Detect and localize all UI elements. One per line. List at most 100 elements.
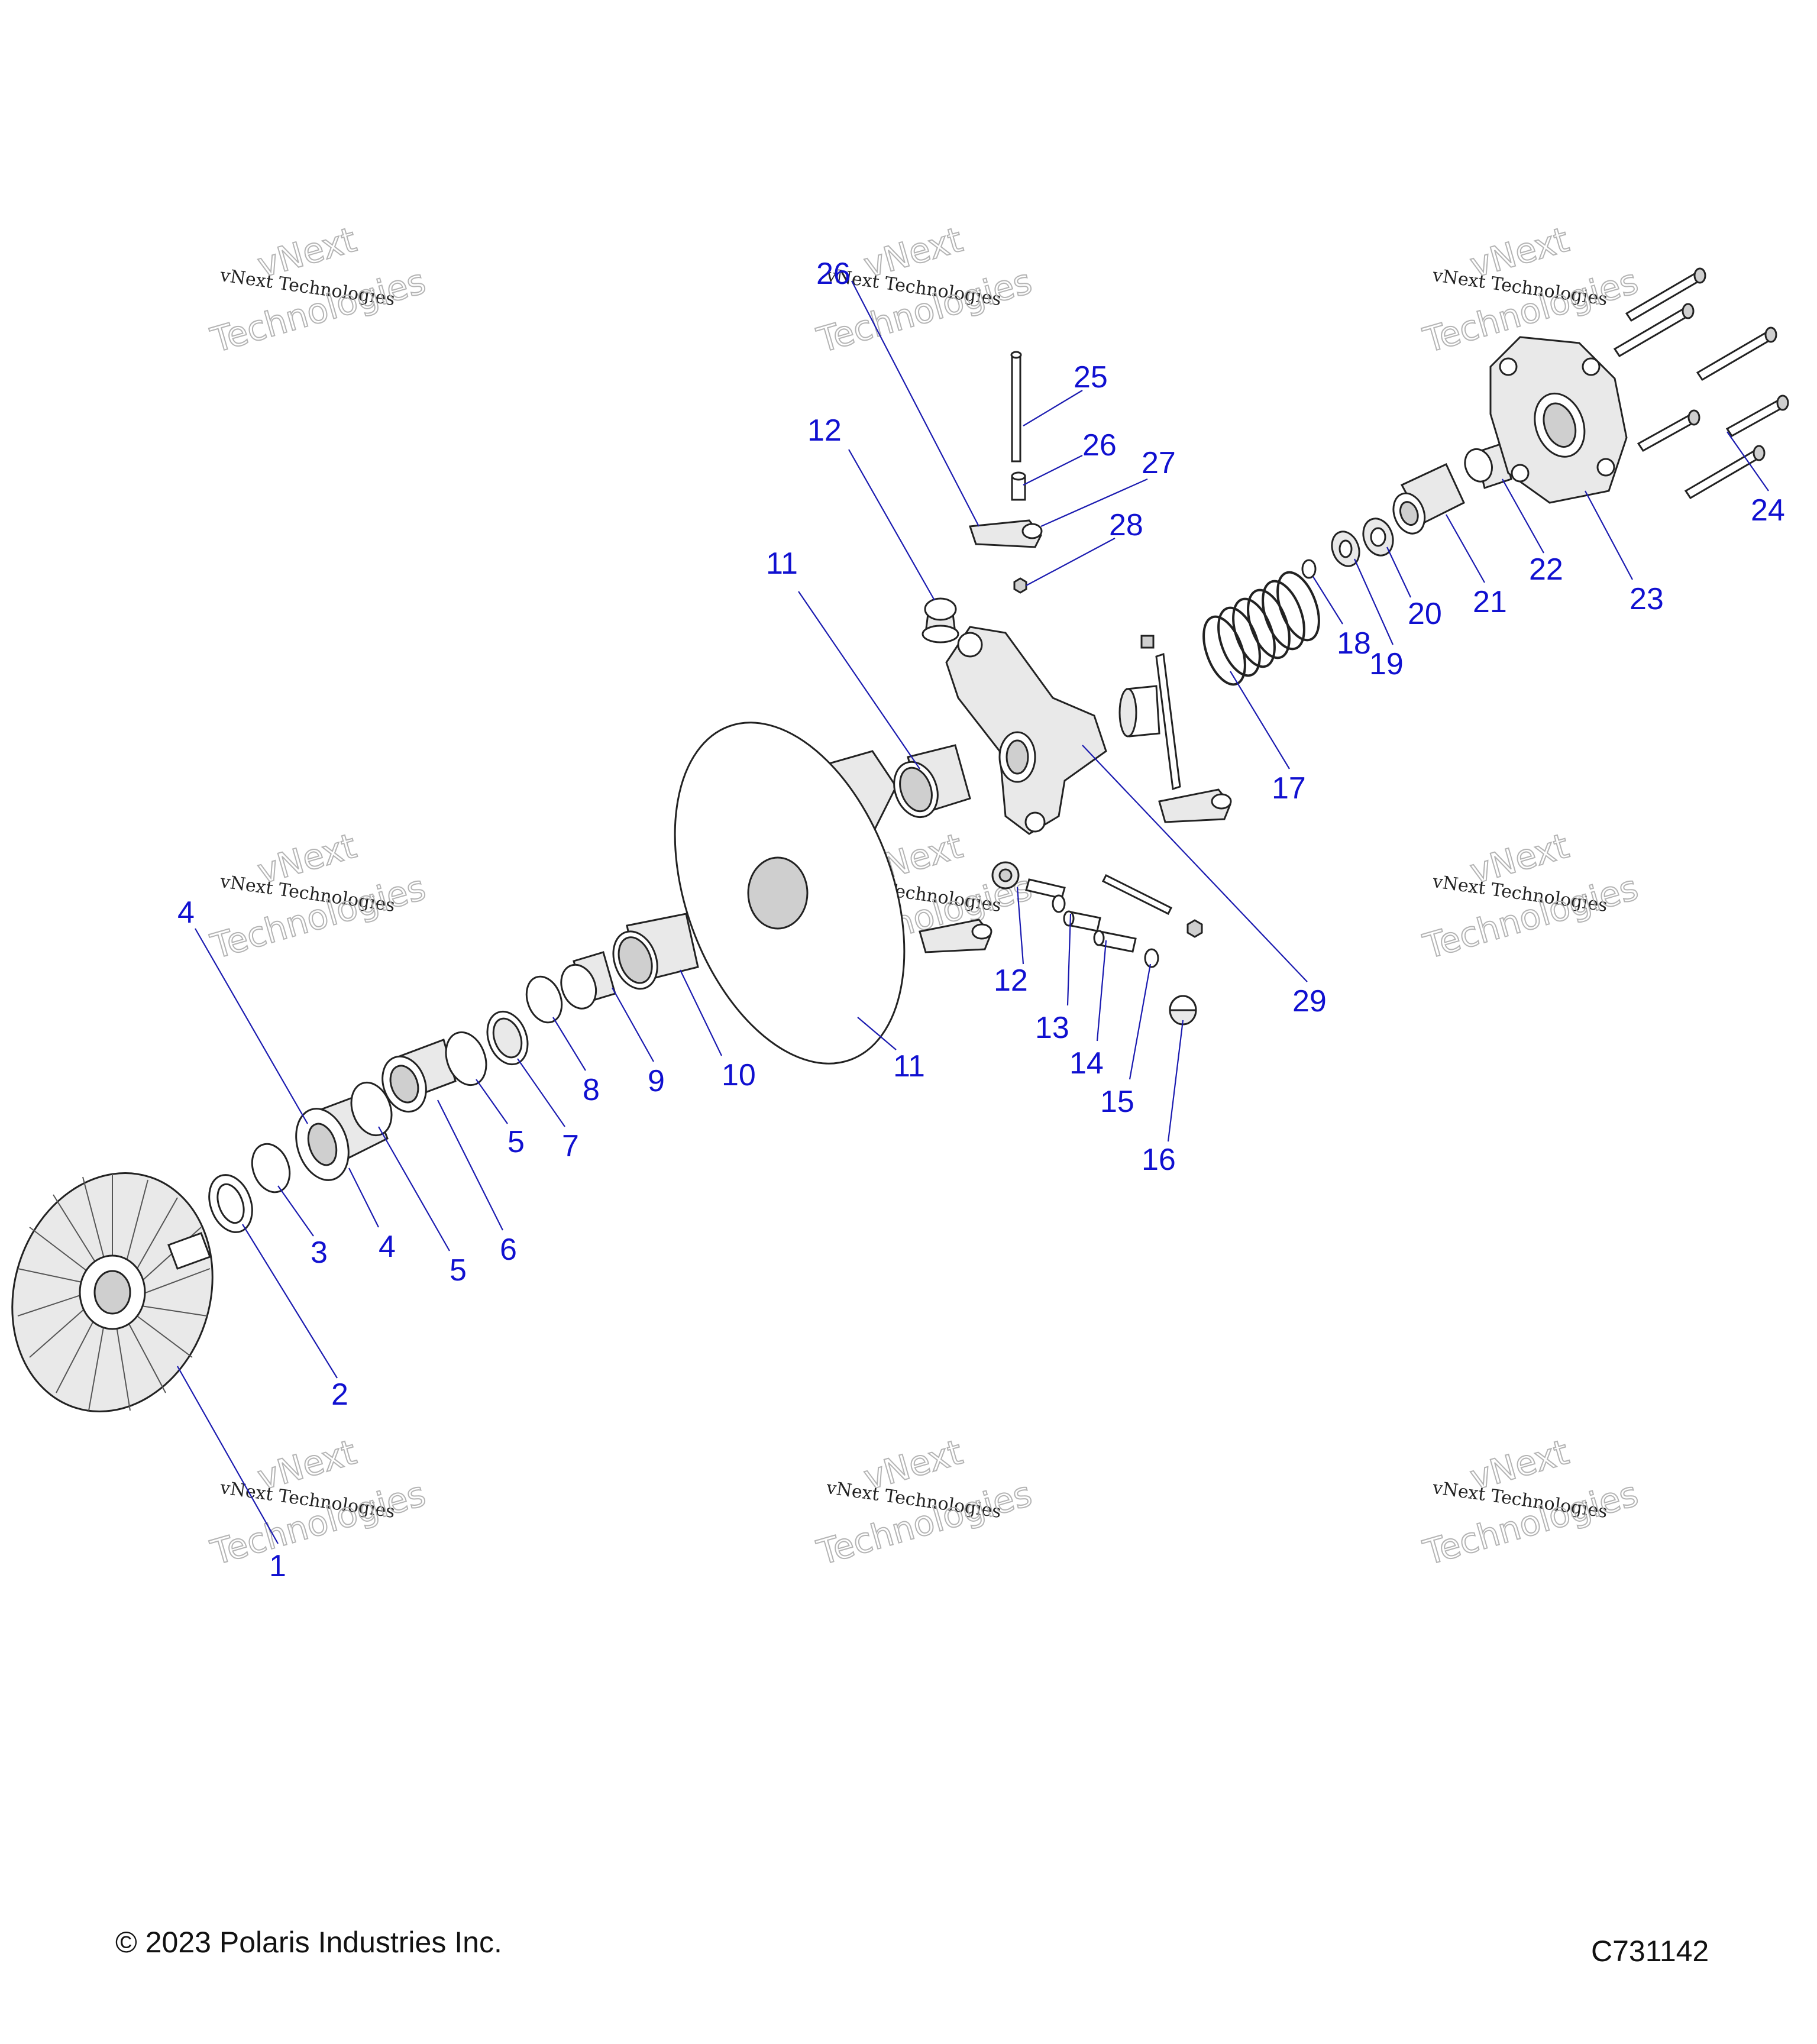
part-2-ring	[208, 1174, 253, 1233]
leader-line	[1023, 455, 1083, 486]
leader-line	[1312, 576, 1343, 625]
part-17-spring	[1202, 571, 1320, 686]
part-26-bushing	[1011, 471, 1026, 501]
leader-line	[851, 280, 979, 527]
watermark: vNext vNext Technologies Technologies	[206, 1431, 431, 1574]
leader-line	[798, 591, 920, 769]
callout-27: 27	[1142, 446, 1176, 480]
diagram-code: C731142	[1591, 1935, 1709, 1968]
callout-29: 29	[1292, 984, 1327, 1018]
part-1-fan-sheave	[11, 1172, 214, 1413]
leader-line	[1230, 671, 1290, 769]
callout-23: 23	[1630, 582, 1664, 616]
callout-12: 12	[994, 963, 1028, 998]
leader-line	[1446, 514, 1485, 583]
part-7-seal	[486, 1010, 529, 1066]
leader-line	[1727, 431, 1769, 491]
watermark: vNext vNext Technologies Technologies	[1418, 1431, 1643, 1574]
callout-1: 1	[269, 1549, 286, 1583]
leader-line	[348, 1167, 379, 1228]
leader-line	[848, 449, 935, 601]
callout-15: 15	[1100, 1085, 1134, 1119]
part-28-nut	[1013, 577, 1027, 594]
part-10-bushing	[612, 913, 699, 990]
callout-11: 11	[893, 1049, 925, 1084]
leader-line	[1096, 940, 1107, 1042]
part-11-moveable-sheave	[674, 722, 906, 1065]
part-weight-arm	[1158, 788, 1232, 823]
part-29-spider	[945, 626, 1107, 835]
callout-10: 10	[722, 1058, 756, 1092]
part-nut	[1186, 919, 1203, 938]
callout-5: 5	[507, 1125, 525, 1159]
part-15-oring	[1144, 948, 1159, 968]
leader-line	[1386, 546, 1411, 598]
part-pin	[1155, 652, 1181, 791]
callout-11: 11	[766, 546, 798, 581]
part-27-weight-arm	[968, 519, 1043, 548]
part-6-bushing	[381, 1039, 457, 1113]
part-spacer	[1118, 685, 1160, 738]
part-weight-arm	[919, 918, 992, 953]
leader-line	[1040, 478, 1148, 528]
leader-lines	[177, 280, 1769, 1544]
part-5-oring	[350, 1081, 393, 1137]
leader-line	[1023, 390, 1083, 426]
callout-16: 16	[1142, 1143, 1176, 1177]
part-12-roller	[922, 597, 959, 643]
callout-21: 21	[1473, 585, 1507, 619]
watermark: vNext vNext Technologies Technologies	[206, 825, 431, 968]
callouts: 1 2 3 4 4 5 5 6 7 8 9 10 11 11 12 12 13 …	[177, 257, 1785, 1583]
part-3-oring	[251, 1143, 291, 1194]
part-pin	[1101, 874, 1173, 916]
part-16-cap	[1169, 995, 1197, 1026]
leader-line	[277, 1185, 314, 1237]
callout-25: 25	[1074, 360, 1108, 394]
callout-8: 8	[583, 1073, 600, 1107]
leader-line	[552, 1017, 586, 1071]
part-5-oring	[445, 1031, 487, 1086]
callout-7: 7	[562, 1129, 579, 1163]
leader-line	[680, 969, 722, 1056]
leader-line	[1066, 913, 1072, 1006]
callout-17: 17	[1272, 771, 1306, 806]
callout-19: 19	[1369, 647, 1404, 681]
part-24-bolts	[1613, 267, 1789, 500]
watermark: vNext vNext Technologies Technologies	[812, 1431, 1037, 1574]
callout-2: 2	[331, 1377, 348, 1412]
leader-line	[1585, 490, 1633, 580]
callout-20: 20	[1408, 597, 1442, 631]
part-14-bushing	[1093, 930, 1137, 953]
part-18-oring	[1301, 559, 1317, 579]
callout-13: 13	[1035, 1011, 1069, 1045]
callout-12: 12	[807, 413, 842, 448]
part-21-sleeve	[1392, 463, 1465, 535]
callout-3: 3	[311, 1236, 328, 1270]
callout-9: 9	[648, 1064, 665, 1098]
leader-line	[1167, 1020, 1184, 1142]
leader-line	[177, 1366, 279, 1544]
callout-18: 18	[1337, 626, 1371, 661]
watermark: vNext vNext Technologies Technologies	[206, 219, 431, 361]
leader-line	[1082, 745, 1308, 982]
leader-line	[1016, 887, 1024, 965]
callout-24: 24	[1751, 493, 1785, 528]
leader-line	[612, 987, 654, 1062]
callout-6: 6	[500, 1233, 517, 1267]
leader-line	[476, 1079, 508, 1124]
leader-line	[1502, 478, 1544, 554]
callout-4: 4	[379, 1230, 396, 1264]
part-11-bushing	[893, 744, 971, 819]
callout-22: 22	[1529, 552, 1563, 587]
part-9-seal	[560, 951, 616, 1010]
leader-line	[242, 1224, 338, 1379]
callout-26: 26	[1082, 428, 1117, 463]
watermark: vNext vNext Technologies Technologies	[1418, 825, 1643, 968]
part-23-cover	[1489, 336, 1628, 504]
part-8-oring	[525, 975, 563, 1024]
leader-line	[517, 1058, 565, 1127]
leader-line	[1129, 963, 1152, 1080]
copyright-text: © 2023 Polaris Industries Inc.	[115, 1926, 502, 1959]
leader-line	[378, 1126, 450, 1251]
